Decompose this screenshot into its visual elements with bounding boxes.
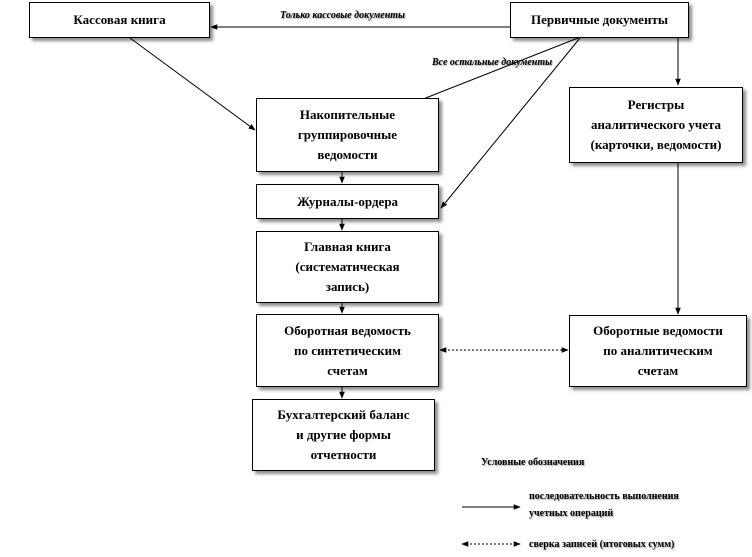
general-ledger-box: Главная книга (систематическая запись) [256,231,439,303]
edge-label-all-other: Все остальные документы [432,57,553,68]
journal-orders-box: Журналы-ордера [256,184,439,219]
analytic-registers-box: Регистры аналитического учета (карточки,… [569,87,743,163]
balance-box: Бухгалтерский баланс и другие формы отче… [252,399,435,471]
primary-documents-box: Первичные документы [510,2,689,38]
arrow-primary-to-journal [440,37,581,209]
edge-label-cash-only: Только кассовые документы [280,10,405,21]
legend-sequence-text: последовательность выполнения учетных оп… [529,491,679,519]
accumulative-sheets-box: Накопительные группировочные ведомости [256,98,439,172]
turnover-synthetic-box: Оборотная ведомость по синтетическим сче… [256,314,439,387]
legend-reconcile-text: сверка записей (итоговых сумм) [529,539,675,550]
cash-book-box: Кассовая книга [29,2,210,38]
arrow-primary-to-accum [412,37,579,104]
legend-title: Условные обозначения [481,457,585,468]
turnover-analytic-box: Оборотные ведомости по аналитическим сче… [569,315,747,387]
arrow-cashbook-to-accum [129,37,256,131]
